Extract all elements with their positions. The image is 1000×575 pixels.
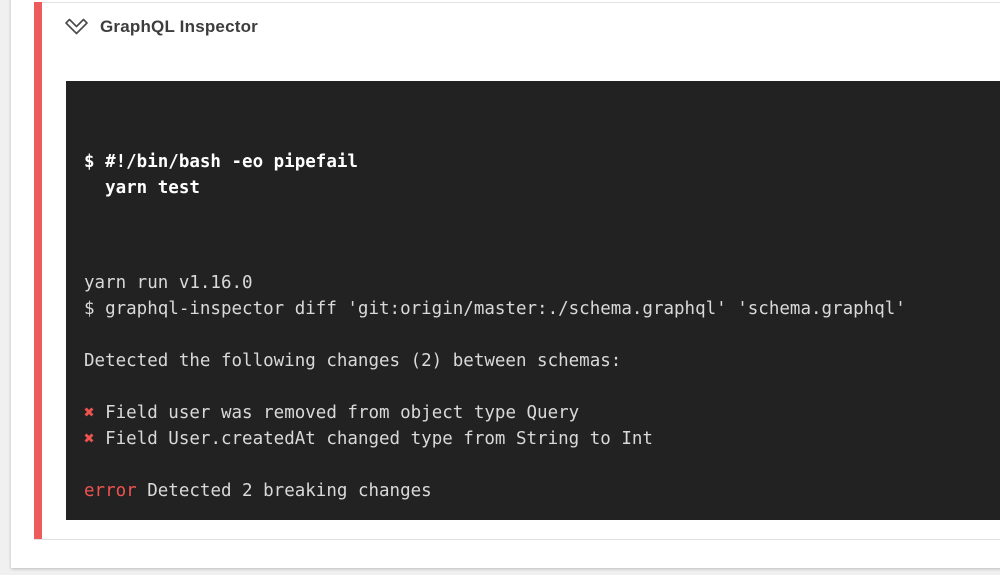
- terminal-output-line: ✖ Field user was removed from object typ…: [84, 400, 1000, 426]
- step-title: GraphQL Inspector: [100, 17, 259, 36]
- terminal-output: $ #!/bin/bash -eo pipefail yarn test yar…: [66, 81, 1000, 520]
- output-text: Detected 2 breaking changes: [136, 481, 432, 501]
- terminal-command-block: $ #!/bin/bash -eo pipefail yarn test: [84, 149, 1000, 201]
- failed-step-indicator: [34, 2, 42, 540]
- terminal-output-line: $ graphql-inspector diff 'git:origin/mas…: [84, 296, 1000, 322]
- step-top-divider: [34, 2, 1000, 3]
- output-text: Field User.createdAt changed type from S…: [94, 429, 653, 449]
- output-text: Detected the following changes (2) betwe…: [84, 351, 622, 371]
- terminal-output-line: ✖ Field User.createdAt changed type from…: [84, 426, 1000, 452]
- output-text: $ graphql-inspector diff 'git:origin/mas…: [84, 299, 906, 319]
- output-text: Field user was removed from object type …: [94, 403, 580, 423]
- error-text: ✖: [84, 403, 95, 423]
- error-text: ✖: [84, 429, 95, 449]
- terminal-output-line: yarn run v1.16.0: [84, 270, 1000, 296]
- terminal-command-line: yarn test: [84, 178, 200, 198]
- terminal-output-line: error Detected 2 breaking changes: [84, 478, 1000, 504]
- terminal-output-block: yarn run v1.16.0 $ graphql-inspector diff…: [84, 270, 1000, 520]
- terminal-output-line: [84, 322, 1000, 348]
- terminal-output-line: [84, 374, 1000, 400]
- terminal-output-line: [84, 452, 1000, 478]
- terminal-output-line: Detected the following changes (2) betwe…: [84, 348, 1000, 374]
- collapse-chevron-icon[interactable]: [62, 15, 90, 40]
- output-text: yarn run v1.16.0: [84, 273, 253, 293]
- terminal-output-line: [84, 504, 1000, 520]
- step-bottom-divider: [34, 539, 1000, 540]
- terminal-command-line: $ #!/bin/bash -eo pipefail: [84, 152, 358, 172]
- chevron-path: [64, 18, 88, 35]
- step-header[interactable]: GraphQL Inspector: [34, 3, 1000, 51]
- error-text: error: [84, 481, 137, 501]
